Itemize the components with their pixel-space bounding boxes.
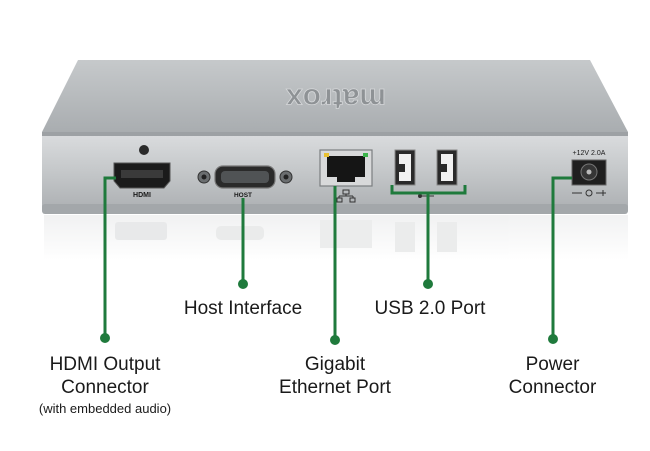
- usb-callout-line: [390, 185, 467, 282]
- power-label-line1: Power: [525, 354, 580, 375]
- polarity-icon: [572, 189, 606, 197]
- power-label-line2: Connector: [508, 377, 597, 398]
- hdmi-callout-dot: [100, 333, 110, 343]
- callouts: [103, 176, 572, 338]
- host-interface-port: HOST: [197, 165, 293, 199]
- ethernet-callout-dot: [330, 335, 340, 345]
- power-callout-dot: [548, 334, 558, 344]
- usb-port-label: USB 2.0 Port: [374, 298, 486, 319]
- hdmi-port-mark: HDMI: [133, 192, 151, 199]
- ethernet-port: [319, 149, 373, 203]
- device-top-surface: [42, 60, 628, 132]
- power-port-mark: +12V 2.0A: [573, 150, 606, 157]
- hdmi-label-line1: HDMI Output: [49, 354, 161, 375]
- power-callout-line: [551, 176, 572, 337]
- host-interface-label: Host Interface: [183, 298, 303, 319]
- power-port: +12V 2.0A: [571, 150, 607, 197]
- ethernet-label-line1: Gigabit: [304, 354, 366, 375]
- host-callout-dot: [238, 279, 248, 289]
- hdmi-label-note: (with embedded audio): [38, 401, 172, 416]
- usb-callout-dot: [423, 279, 433, 289]
- hdmi-callout-line: [103, 176, 116, 336]
- host-port-mark: HOST: [234, 192, 252, 199]
- ethernet-label-line2: Ethernet Port: [279, 377, 391, 398]
- network-icon: [336, 189, 356, 203]
- usb-ports: [394, 149, 458, 198]
- brand-logo: matrox: [286, 82, 386, 115]
- hdmi-port: HDMI: [113, 145, 171, 199]
- hdmi-label-line2: Connector: [61, 377, 149, 398]
- callout-dots: [100, 279, 558, 345]
